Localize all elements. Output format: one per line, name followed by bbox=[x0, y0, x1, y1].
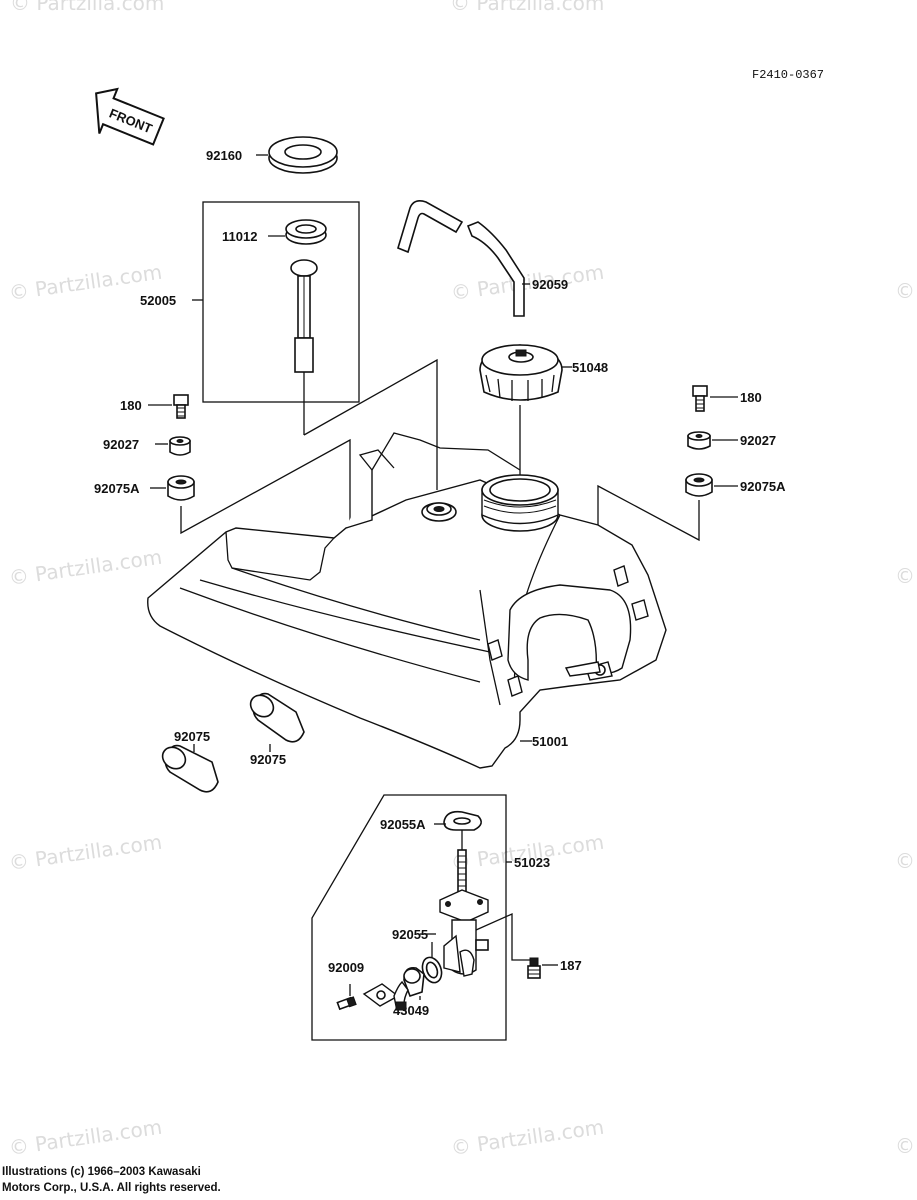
label-180-left: 180 bbox=[120, 398, 142, 413]
part-92075A-damper-right bbox=[685, 473, 713, 497]
label-92160: 92160 bbox=[206, 148, 242, 163]
label-51001: 51001 bbox=[532, 734, 568, 749]
label-92009: 92009 bbox=[328, 960, 364, 975]
part-51001-fuel-tank bbox=[147, 432, 667, 769]
label-92075-lower: 92075 bbox=[174, 729, 210, 744]
part-51023-petcock bbox=[439, 849, 489, 977]
label-92027-right: 92027 bbox=[740, 433, 776, 448]
label-51023: 51023 bbox=[514, 855, 550, 870]
copyright-notice: Illustrations (c) 1966–2003 Kawasaki Mot… bbox=[2, 1164, 221, 1196]
petcock-assembly-box bbox=[311, 794, 512, 1041]
part-92075A-damper-left bbox=[167, 475, 195, 501]
part-92160-ring bbox=[268, 136, 338, 174]
label-92055: 92055 bbox=[392, 927, 428, 942]
part-51048-fuel-cap bbox=[479, 344, 563, 401]
front-arrow-icon: FRONT bbox=[95, 87, 165, 146]
part-180-bolt-right bbox=[692, 385, 708, 412]
part-52005-gauge bbox=[290, 259, 318, 435]
label-52005: 52005 bbox=[140, 293, 176, 308]
label-92075-upper: 92075 bbox=[250, 752, 286, 767]
watermark: © Partzilla.com bbox=[10, 0, 164, 15]
label-11012: 11012 bbox=[222, 229, 257, 244]
label-92075A-left: 92075A bbox=[94, 481, 140, 496]
part-11012-grommet bbox=[285, 219, 327, 245]
label-92059: 92059 bbox=[532, 277, 568, 292]
label-180-right: 180 bbox=[740, 390, 762, 405]
label-51048: 51048 bbox=[572, 360, 608, 375]
watermark-edge: © bbox=[895, 564, 915, 588]
watermark-edge: © bbox=[895, 1134, 915, 1158]
part-180-bolt-left bbox=[173, 394, 189, 419]
watermark: © Partzilla.com bbox=[7, 545, 163, 590]
part-43049-cup bbox=[403, 966, 425, 998]
watermark-edge: © bbox=[895, 279, 915, 303]
diagram-ref-code: F2410-0367 bbox=[752, 68, 824, 82]
label-92027-left: 92027 bbox=[103, 437, 139, 452]
part-92027-collar-right bbox=[687, 431, 711, 450]
watermark: © Partzilla.com bbox=[449, 1115, 605, 1160]
watermark: © Partzilla.com bbox=[7, 830, 163, 875]
label-92075A-right: 92075A bbox=[740, 479, 786, 494]
copyright-line-2: Motors Corp., U.S.A. All rights reserved… bbox=[2, 1182, 221, 1194]
part-92075-damper-lower bbox=[161, 744, 219, 793]
watermark: © Partzilla.com bbox=[449, 260, 605, 305]
watermark: © Partzilla.com bbox=[450, 0, 604, 15]
label-92055A: 92055A bbox=[380, 817, 426, 832]
part-92009-screw bbox=[336, 980, 409, 1011]
part-92055A-filter-gasket bbox=[443, 810, 482, 831]
part-187-bolt bbox=[527, 957, 541, 979]
part-92075-damper-upper bbox=[249, 692, 305, 743]
part-92059-hose bbox=[397, 200, 525, 317]
label-187: 187 bbox=[560, 958, 582, 973]
part-92027-collar-left bbox=[169, 436, 191, 456]
watermark-edge: © bbox=[895, 849, 915, 873]
gauge-assembly-box bbox=[192, 201, 360, 403]
copyright-line-1: Illustrations (c) 1966–2003 Kawasaki bbox=[2, 1166, 201, 1178]
watermark: © Partzilla.com bbox=[7, 1115, 163, 1160]
part-92055-oring bbox=[421, 956, 443, 984]
